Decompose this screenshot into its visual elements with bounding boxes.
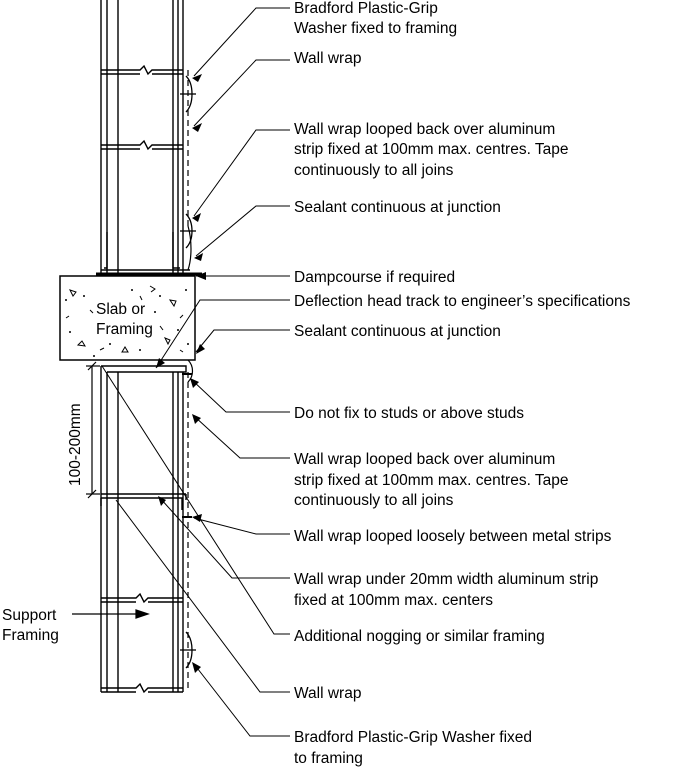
callout-labels: Bradford Plastic-Grip Washer fixed to fr…	[294, 0, 631, 767]
upper-wall-wrap	[187, 70, 192, 271]
callout-looped-top-line1: Wall wrap looped back over aluminum	[294, 121, 555, 138]
support-label-line2: Framing	[2, 627, 59, 644]
dimension-label: 100-200mm	[67, 403, 84, 486]
callout-wrap-under-strip-line1: Wall wrap under 20mm width aluminum stri…	[294, 571, 598, 588]
washer-icon-lower	[180, 373, 196, 669]
leader-arrowheads	[156, 74, 206, 673]
callout-additional-nogging: Additional nogging or similar framing	[294, 628, 545, 645]
callout-sealant-lower: Sealant continuous at junction	[294, 323, 501, 340]
support-arrow	[72, 609, 150, 619]
lower-wall-wrap	[187, 359, 194, 690]
dimension-line	[86, 361, 100, 499]
slab-label-line2: Framing	[96, 321, 153, 338]
lower-wall-framing	[100, 365, 187, 694]
callout-deflection-track: Deflection head track to engineer’s spec…	[294, 293, 631, 310]
callout-looped-loosely: Wall wrap looped loosely between metal s…	[294, 528, 612, 545]
callout-washer-bottom-line2: to framing	[294, 750, 363, 767]
callout-washer-top-line2: Washer fixed to framing	[294, 20, 457, 37]
callout-do-not-fix: Do not fix to studs or above studs	[294, 405, 524, 422]
callout-looped-lower-line2: strip fixed at 100mm max. centres. Tape	[294, 472, 569, 489]
leader-lines	[101, 7, 290, 737]
callout-wrap-under-strip-line2: fixed at 100mm max. centers	[294, 592, 493, 609]
callout-washer-bottom-line1: Bradford Plastic-Grip Washer fixed	[294, 729, 532, 746]
callout-wall-wrap-bottom: Wall wrap	[294, 685, 361, 702]
callout-sealant-top: Sealant continuous at junction	[294, 199, 501, 216]
callout-washer-top-line1: Bradford Plastic-Grip	[294, 0, 438, 17]
callout-looped-lower-line1: Wall wrap looped back over aluminum	[294, 451, 555, 468]
callout-dampcourse: Dampcourse if required	[294, 269, 455, 286]
slab-label-line1: Slab or	[96, 301, 145, 318]
support-label-line1: Support	[2, 607, 57, 624]
callout-looped-lower-line3: continuously to all joins	[294, 492, 454, 509]
slab: Slab or Framing	[59, 275, 196, 361]
upper-wall-framing	[100, 0, 190, 276]
callout-looped-top-line3: continuously to all joins	[294, 162, 454, 179]
callout-wall-wrap-top: Wall wrap	[294, 50, 361, 67]
washer-icon	[180, 75, 196, 249]
callout-looped-top-line2: strip fixed at 100mm max. centres. Tape	[294, 141, 569, 158]
